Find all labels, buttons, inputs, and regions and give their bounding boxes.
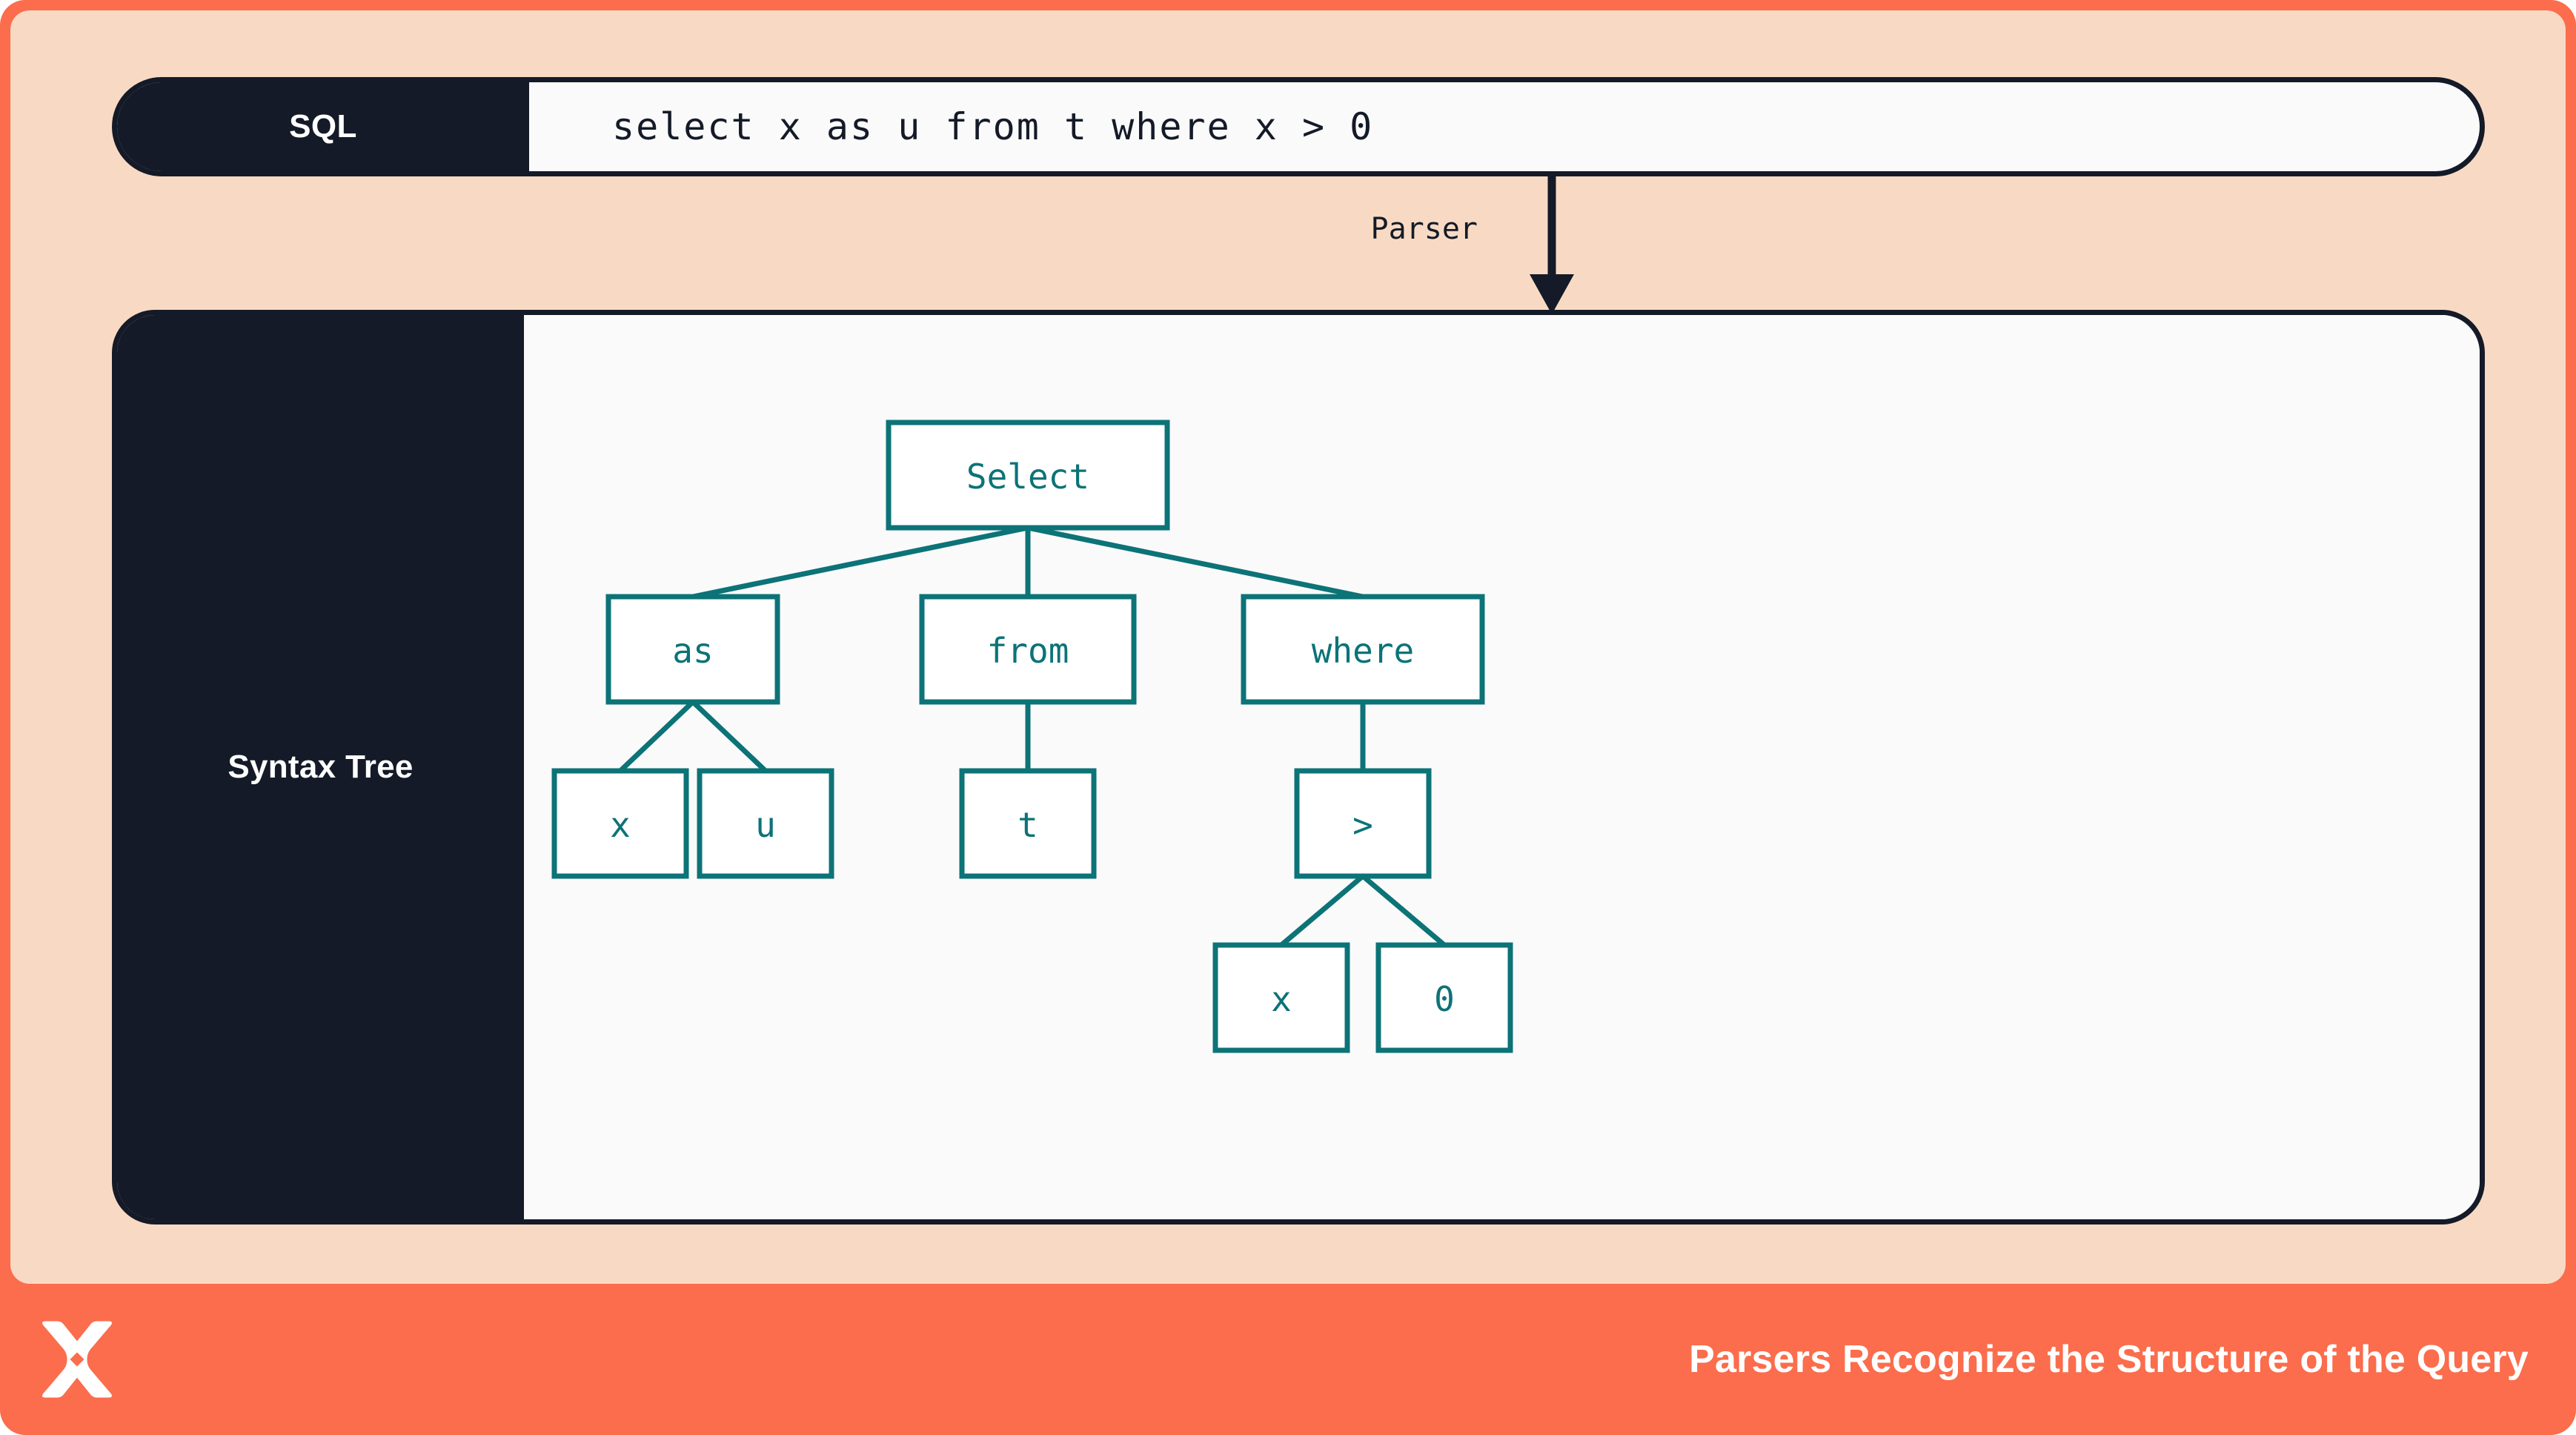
tree-node-label: Select xyxy=(966,457,1089,497)
sql-row-label: SQL xyxy=(117,82,529,171)
tree-node-from[interactable]: from xyxy=(919,594,1137,705)
sql-row: SQL select x as u from t where x > 0 xyxy=(112,77,2485,176)
tree-edge xyxy=(692,525,1029,600)
tree-node-box xyxy=(1212,942,1350,1053)
tree-edge xyxy=(691,700,768,773)
tree-edge xyxy=(1361,874,1447,947)
sql-query-text: select x as u from t where x > 0 xyxy=(612,105,1374,148)
syntax-tree-label: Syntax Tree xyxy=(117,315,524,1219)
tree-node-label: u xyxy=(755,805,776,845)
tree-node-t[interactable]: t xyxy=(959,768,1097,879)
tree-node-box xyxy=(1241,594,1485,705)
tree-node-box xyxy=(1375,942,1513,1053)
tree-node-label: as xyxy=(672,631,713,671)
tree-node-box xyxy=(697,768,834,879)
tree-node-label: from xyxy=(987,631,1069,671)
syntax-tree-canvas: Select as from where x u t > x 0 xyxy=(524,315,2480,1219)
tree-edge xyxy=(1279,874,1365,947)
footer-bar: Parsers Recognize the Structure of the Q… xyxy=(0,1284,2576,1435)
tree-node-box xyxy=(886,420,1170,531)
parser-arrow-group: Parser xyxy=(1315,176,1789,314)
content-card: SQL select x as u from t where x > 0 Par… xyxy=(10,10,2566,1284)
tree-edge xyxy=(1027,525,1364,600)
tree-node-box xyxy=(551,768,689,879)
tree-node-box xyxy=(919,594,1137,705)
tree-node-label: x xyxy=(610,805,631,845)
syntax-tree-panel: Syntax Tree Select as from where x u t > x 0 xyxy=(112,310,2485,1224)
tree-node-as[interactable]: as xyxy=(605,594,780,705)
tree-node-u[interactable]: u xyxy=(697,768,834,879)
four-point-star-logo-icon xyxy=(42,1321,113,1398)
tree-node-label: t xyxy=(1018,805,1038,845)
tree-node-label: 0 xyxy=(1434,979,1455,1019)
tree-edge xyxy=(618,700,695,773)
tree-node-box xyxy=(605,594,780,705)
syntax-tree-graph: Select as from where x u t > x 0 xyxy=(551,420,1513,1053)
tree-node-x1[interactable]: x xyxy=(551,768,689,879)
tree-node-where[interactable]: where xyxy=(1241,594,1485,705)
tree-node-box xyxy=(1294,768,1432,879)
tree-node-label: x xyxy=(1271,979,1292,1019)
down-arrow-icon xyxy=(1530,176,1574,314)
tree-node-label: where xyxy=(1312,631,1414,671)
tree-node-box xyxy=(959,768,1097,879)
tree-node-x2[interactable]: x xyxy=(1212,942,1350,1053)
footer-caption: Parsers Recognize the Structure of the Q… xyxy=(1689,1338,2529,1381)
parser-label: Parser xyxy=(1370,212,1478,246)
tree-node-gt[interactable]: > xyxy=(1294,768,1432,879)
tree-node-select[interactable]: Select xyxy=(886,420,1170,531)
tree-node-layer: Select as from where x u t > x 0 xyxy=(551,420,1513,1053)
tree-edge-layer xyxy=(618,525,1447,947)
tree-node-label: > xyxy=(1352,805,1373,845)
tree-node-zero[interactable]: 0 xyxy=(1375,942,1513,1053)
